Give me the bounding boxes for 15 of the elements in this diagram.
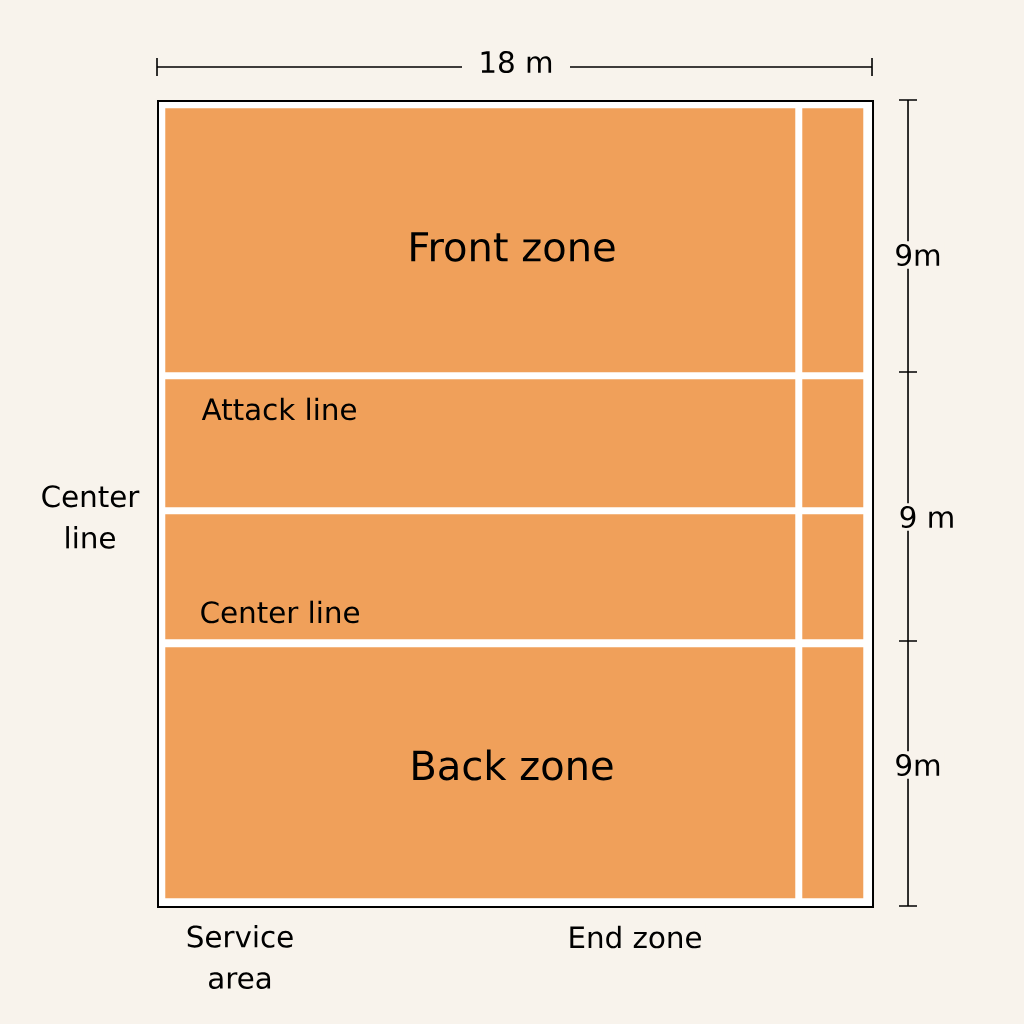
court-zone: Front zone (165, 108, 796, 373)
dimension-label: 9 m (896, 503, 958, 531)
dimension-label: 18 m (475, 48, 557, 76)
court-zone (802, 514, 864, 640)
area-label: End zone (564, 923, 706, 952)
court-zone (802, 647, 864, 899)
dimension-label: 9m (891, 241, 945, 269)
court-zone (802, 108, 864, 373)
dimension-label: 9m (891, 751, 945, 779)
area-label: Service area (170, 925, 310, 990)
court-zone: Center line (165, 514, 796, 640)
court-zone: Attack line (165, 379, 796, 508)
court-zone (802, 379, 864, 508)
area-label: Center line (32, 485, 148, 549)
court-zone: Back zone (165, 647, 796, 899)
